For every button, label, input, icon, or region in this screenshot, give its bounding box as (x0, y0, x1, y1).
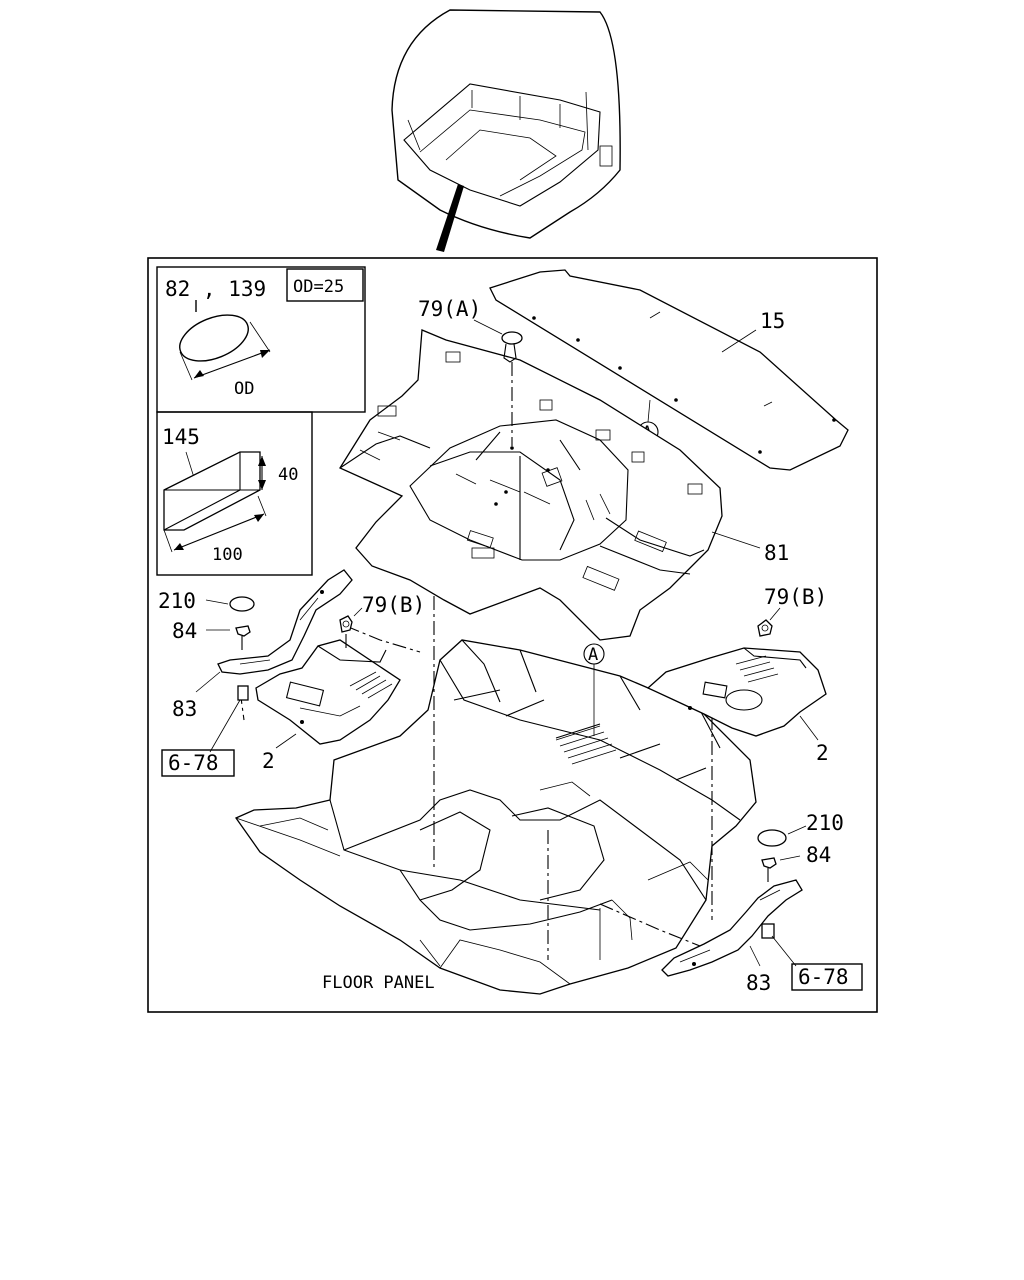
floor-panel-label: FLOOR PANEL (322, 973, 435, 993)
grommet-spec-label: OD=25 (293, 277, 344, 297)
floor-hatch (555, 725, 617, 765)
pad-length-label: 100 (212, 545, 243, 565)
label-part-15: 15 (760, 309, 785, 333)
ref-box-left (161, 749, 235, 777)
part-2-left-mat (255, 639, 401, 745)
label-part-2-left: 2 (262, 749, 275, 773)
ref-box-right (791, 963, 863, 991)
grommet-210-left (229, 596, 255, 612)
grommet-dimension-label: OD (234, 379, 254, 399)
clip-79b-left (339, 615, 353, 650)
detail-box-grommet: 82 , 139 OD=25 OD (156, 266, 366, 413)
label-part-83-left: 83 (172, 697, 197, 721)
label-part-210-right: 210 (806, 811, 844, 835)
detail-box-pad: 145 40 100 (156, 411, 313, 576)
nut-left (237, 685, 249, 701)
clip-79b-right (757, 619, 773, 637)
part-81-upper-mat (339, 329, 723, 641)
label-part-83-right: 83 (746, 971, 771, 995)
ref-right: 6-78 (798, 965, 849, 989)
pad-height-label: 40 (278, 465, 298, 485)
label-part-210-left: 210 (158, 589, 196, 613)
part-83-right-bracket (661, 879, 803, 977)
screw-84-left (235, 625, 251, 650)
label-part-79b-right: 79(B) (764, 585, 827, 609)
grommet-shape (179, 314, 249, 362)
grommet-parts-label: 82 , 139 (165, 277, 266, 301)
callout-a-lower: A (588, 645, 598, 665)
nut-right (761, 923, 775, 939)
screw-84-right (761, 857, 777, 882)
label-part-79a: 79(A) (418, 297, 481, 321)
label-part-2-right: 2 (816, 741, 829, 765)
floor-panel (235, 639, 757, 995)
cab-thumbnail (391, 9, 621, 252)
grommet-210-right (757, 829, 787, 847)
ref-left: 6-78 (168, 751, 219, 775)
clip-79a (501, 331, 523, 446)
main-frame (147, 257, 878, 1013)
part-2-right-mat (646, 647, 827, 737)
label-part-84-left: 84 (172, 619, 197, 643)
part-83-left-bracket (217, 569, 353, 675)
label-part-81: 81 (764, 541, 789, 565)
pad-part-label: 145 (162, 425, 200, 449)
label-part-79b-left: 79(B) (362, 593, 425, 617)
label-part-84-right: 84 (806, 843, 831, 867)
